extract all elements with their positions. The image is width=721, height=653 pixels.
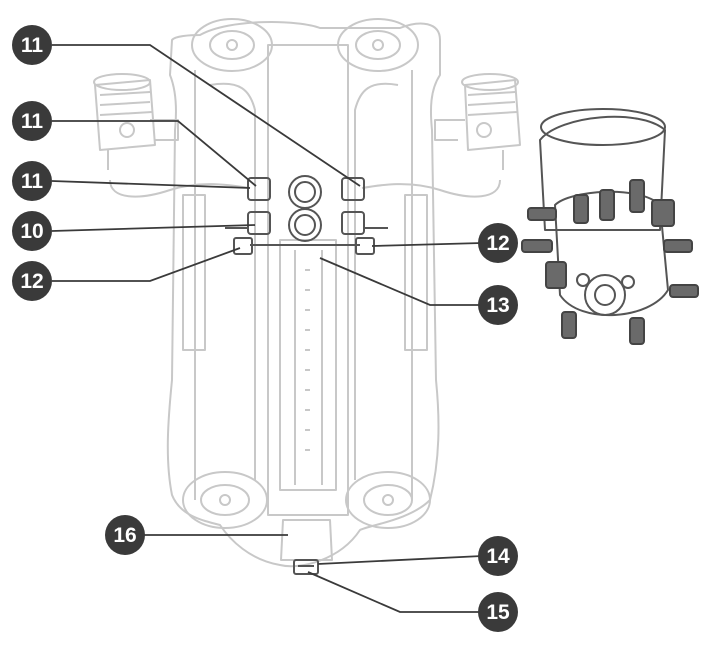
spine-slots [305, 269, 310, 451]
callout-label: 10 [20, 220, 43, 243]
callout-label: 14 [486, 545, 510, 568]
callout-label: 11 [21, 110, 44, 133]
callout-c10: 15 [478, 592, 518, 632]
cable-left [109, 179, 251, 198]
callout-label: 16 [113, 524, 136, 547]
leader-c2 [52, 120, 257, 187]
leader-c7 [319, 257, 482, 306]
callout-label: 15 [486, 601, 510, 624]
hull-outline [166, 21, 441, 568]
housing-connectors [521, 179, 699, 345]
thruster-bottom-right [345, 471, 431, 529]
callout-c3: 11 [12, 161, 52, 201]
side-tube-left [182, 194, 206, 351]
center-spine-inner [279, 239, 337, 491]
thruster-top-left [191, 18, 273, 72]
thruster-bottom-left [182, 471, 268, 529]
leader-lines [51, 44, 483, 613]
callout-c4: 10 [12, 211, 52, 251]
callout-label: 11 [21, 170, 44, 193]
light-right [434, 73, 521, 151]
rov-top-view [93, 18, 521, 568]
leader-c1 [52, 44, 361, 187]
tether-connector [293, 559, 319, 575]
leader-c3 [51, 180, 251, 189]
frame-inner-left [209, 82, 256, 480]
callout-label: 12 [486, 232, 509, 255]
callout-c5: 12 [12, 261, 52, 301]
callout-c6: 12 [478, 223, 518, 263]
dial-upper [288, 175, 322, 209]
dial-lower [288, 208, 322, 242]
callout-c1: 11 [12, 25, 52, 65]
endcap-port-main [584, 274, 626, 316]
callout-label: 11 [21, 34, 44, 57]
housing-endcap [554, 190, 669, 316]
bottom-pod [280, 519, 333, 561]
light-left [93, 73, 179, 151]
callout-label: 12 [20, 270, 43, 293]
thruster-top-right [337, 18, 419, 72]
callout-c9: 14 [478, 536, 518, 576]
leader-c9 [317, 555, 483, 565]
cable-right [361, 179, 501, 198]
center-spine [267, 44, 349, 516]
leader-c5 [52, 247, 241, 282]
callout-c2: 11 [12, 101, 52, 141]
side-tube-right [404, 194, 428, 351]
callout-c7: 13 [478, 285, 518, 325]
callout-label: 13 [486, 294, 509, 317]
frame-inner-right [354, 82, 399, 480]
leader-c6 [371, 242, 483, 247]
callout-c8: 16 [105, 515, 145, 555]
leader-c10 [307, 571, 482, 613]
pressure-housing [521, 108, 699, 345]
leader-c4 [51, 224, 256, 232]
callouts: 11 11 11 10 12 12 13 16 [12, 25, 518, 632]
